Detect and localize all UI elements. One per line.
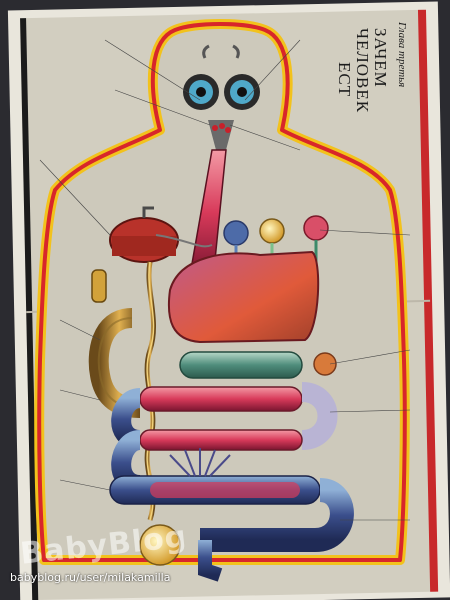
yellow-ball (139, 524, 181, 566)
intestine-1 (139, 386, 303, 412)
mouth-funnel (208, 120, 234, 150)
watermark: BabyBlog (12, 519, 189, 576)
tube-fan (169, 448, 231, 477)
chapter-title-line-3: ЕСТ (335, 62, 354, 98)
watermark-url: babyblog.ru/user/milakamilla (10, 571, 171, 584)
leader-lines (39, 39, 411, 521)
kettle (109, 206, 213, 263)
eyes (183, 44, 260, 110)
vial (91, 269, 107, 303)
chapter-label: Глава третья (396, 22, 408, 88)
watermark-logo: BabyBlog (18, 519, 189, 572)
stomach (167, 250, 320, 344)
intestine-2 (139, 429, 303, 451)
green-tube (179, 351, 303, 379)
chapter-title-line-1: ЗАЧЕМ (371, 28, 390, 88)
chapter-title-line-2: ЧЕЛОВЕК (353, 28, 372, 114)
